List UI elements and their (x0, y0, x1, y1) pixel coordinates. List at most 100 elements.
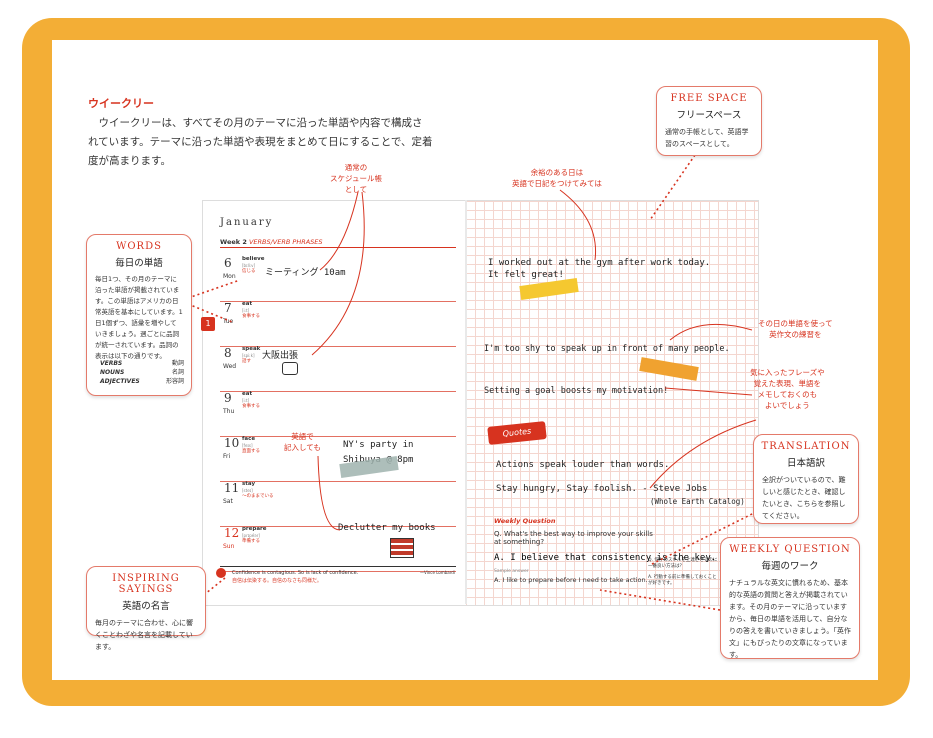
callout-inspiring-sayings: INSPIRING SAYINGS 英語の名言 毎月のテーマに合わせ、心に響くこ… (86, 566, 206, 651)
quote-author: —Vince Lombardi (420, 570, 455, 575)
callout-weekly-title: WEEKLY QUESTION (729, 544, 851, 555)
callout-words: WORDS 毎日の単語 毎日1つ、その月のテーマに沿った単語が掲載されています。… (86, 234, 192, 396)
day-word: speak (242, 346, 261, 352)
day-meaning: 食事する (242, 314, 260, 319)
grid-quote-1: Actions speak louder than words. (496, 460, 670, 470)
day-meaning: 話す (242, 359, 251, 364)
diary-line-2: It felt great! (488, 270, 564, 280)
day-word: stay (242, 481, 256, 487)
day-rule (220, 526, 456, 527)
day-meaning: 直面する (242, 449, 260, 454)
wq-question: Q. What's the best way to improve your s… (494, 530, 653, 546)
callout-free-space: FREE SPACE フリースペース 通常の手帳として、英語学習のスペースとして… (656, 86, 762, 156)
grid-quote-2-source: (Whole Earth Catalog) (650, 497, 745, 506)
day-name: Sat (223, 498, 233, 505)
day-meaning: 信じる (242, 269, 256, 274)
day-name: Sun (223, 543, 235, 550)
day-pronunciation: [spiːk] (242, 353, 255, 358)
pos-adjectives-ja: 形容詞 (165, 378, 184, 385)
day-number: 6 (224, 256, 232, 270)
pos-adjectives: ADJECTIVES (100, 378, 140, 385)
callout-free-title: FREE SPACE (670, 93, 748, 104)
month-tab[interactable]: 1 (201, 317, 215, 331)
day-word: believe (242, 256, 265, 262)
diary-line-1: I worked out at the gym after work today… (488, 258, 711, 268)
day-rule (220, 346, 456, 347)
week-label: Week 2 VERBS/VERB PHRASES (220, 238, 323, 246)
wq-sample-label: Sample answer (494, 569, 529, 574)
wq-sample: A. I like to prepare before I need to ta… (494, 576, 648, 584)
books-icon (390, 538, 414, 558)
callout-free-sub: フリースペース (676, 110, 742, 121)
day-rule (220, 481, 456, 482)
bag-icon (282, 362, 298, 375)
day-word: prepare (242, 526, 267, 532)
day-meaning: 準備する (242, 539, 260, 544)
day-number: 7 (224, 301, 232, 315)
quote-flower-icon (216, 568, 226, 578)
wq-ja-question: Q. 何かのスキルを上達させるのに一番良い方法は？ (648, 558, 718, 569)
diary-line-3: I'm too shy to speak up in front of many… (484, 344, 730, 354)
day-number: 12 (224, 526, 240, 540)
day-meaning: 食事する (242, 404, 260, 409)
note-diary-en: 英語で 記入しても (284, 432, 321, 452)
callout-translation-sub: 日本語訳 (786, 458, 825, 469)
wq-ja-answer: A. 行動する前に準備しておくことが好きです。 (648, 575, 717, 586)
callout-sayings-body: 毎月のテーマに合わせ、心に響くことわざや名言を記載しています。 (95, 619, 193, 651)
note-use-word: その日の単語を使って 英作文の練習を (758, 319, 833, 339)
day-name: Wed (223, 363, 237, 370)
day-number: 9 (224, 391, 232, 405)
pos-verbs-ja: 動詞 (171, 360, 184, 367)
callout-weekly-sub: 毎週のワーク (761, 561, 819, 572)
intro-text: ウイークリーは、すべてその月のテーマに沿った単語や内容で構成されています。テーマ… (88, 117, 433, 167)
callout-translation-body: 全訳がついているので、難しいと感じたとき、確認したいとき、こちらを参照してくださ… (762, 476, 846, 520)
day-name: Mon (223, 273, 236, 280)
callout-translation-title: TRANSLATION (761, 441, 851, 452)
day-pronunciation: [steɪ] (242, 488, 253, 493)
day-number: 10 (224, 436, 240, 450)
day-meaning: ～のままでいる (242, 494, 274, 499)
grid-quote-2: Stay hungry, Stay foolish. - Steve Jobs (496, 484, 708, 494)
pos-verbs: VERBS (100, 360, 123, 367)
quote-ja: 自信は伝染する。自信のなさも同様だ。 (232, 578, 322, 584)
day-name: Tue (223, 318, 234, 325)
day-pronunciation: [iːt] (242, 398, 250, 403)
day-word: eat (242, 301, 253, 307)
note-mon: ミーティング 10am (265, 268, 346, 278)
day-rule (220, 301, 456, 302)
callout-words-title: WORDS (116, 241, 162, 252)
callout-words-sub: 毎日の単語 (115, 258, 163, 269)
day-pronunciation: [bɪlíːv] (242, 263, 256, 268)
day-pronunciation: [prɪpéər] (242, 533, 260, 538)
diary-line-4: Setting a goal boosts my motivation! (484, 386, 669, 396)
day-name: Fri (223, 453, 231, 460)
page-gutter (465, 200, 467, 604)
quote-en: Confidence is contagious. So is lack of … (232, 570, 359, 576)
grid-page (466, 200, 759, 606)
day-name: Thu (223, 408, 235, 415)
day-number: 8 (224, 346, 232, 360)
day-rule (220, 571, 456, 572)
day-rule (220, 391, 456, 392)
section-heading: ウイークリー (88, 97, 154, 110)
pos-nouns-ja: 名詞 (171, 369, 184, 376)
wq-answer: A. I believe that consistency is the key… (494, 553, 717, 563)
day-word: face (242, 436, 256, 442)
callout-weekly-question: WEEKLY QUESTION 毎週のワーク ナチュラルな英文に慣れるため、基本… (720, 537, 860, 659)
diary-page (202, 200, 467, 606)
callout-weekly-body: ナチュラルな英文に慣れるため、基本的な英語の質問と答えが掲載されています。その月… (729, 579, 851, 659)
callout-sayings-title: INSPIRING SAYINGS (112, 573, 180, 595)
pos-list: VERBS 動詞 NOUNS 名詞 ADJECTIVES 形容詞 (100, 359, 184, 386)
quote-rule (220, 566, 456, 567)
day-rule (220, 436, 456, 437)
callout-words-body: 毎日1つ、その月のテーマに沿った単語が掲載されています。この単語はアメリカの日常… (95, 275, 183, 360)
pos-nouns: NOUNS (100, 369, 125, 376)
